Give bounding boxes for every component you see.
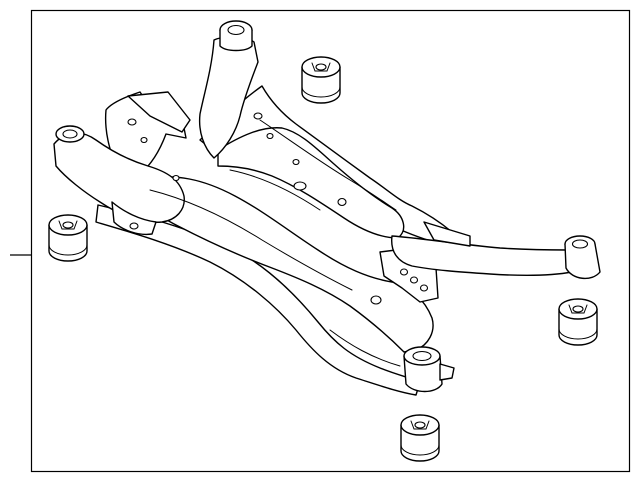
beam-crease — [149, 189, 353, 291]
right-arm — [391, 235, 573, 277]
bracket-hole — [399, 268, 409, 276]
beam-hole — [337, 197, 347, 207]
tube-crease — [229, 169, 321, 211]
rubber-bushing — [48, 214, 88, 262]
upper-mount-collar — [219, 29, 253, 52]
rubber-bushing — [558, 298, 598, 346]
beam-hole — [293, 181, 307, 191]
crossmember-frame — [53, 20, 601, 396]
center-tube — [217, 127, 405, 239]
lug-hole — [129, 222, 139, 230]
bracket-hole — [127, 118, 137, 126]
diagram-frame — [30, 9, 631, 473]
beam-hole — [266, 132, 274, 140]
bushing-set — [48, 56, 598, 462]
beam-hole — [370, 295, 382, 305]
rubber-bushing — [301, 56, 341, 104]
beam-hole — [253, 112, 263, 120]
left-bracket — [104, 91, 187, 175]
beam-hole — [172, 174, 180, 182]
left-mount-hole — [62, 129, 78, 139]
right-arm-web — [423, 221, 471, 247]
main-beam — [139, 176, 434, 353]
left-bracket-plate — [127, 91, 191, 133]
lower-front-mount-collar — [403, 355, 443, 393]
bracket-hole — [140, 136, 148, 144]
lower-front-mount-tab — [439, 363, 455, 381]
upper-tower — [198, 36, 259, 159]
beam-hole — [292, 158, 300, 166]
rubber-bushing — [400, 414, 440, 462]
rail-crease — [259, 119, 397, 211]
upper-mount-hole — [227, 24, 245, 36]
left-arm — [53, 132, 185, 223]
right-mount-collar — [564, 243, 601, 279]
lower-rail-crease — [329, 329, 401, 367]
bracket-hole — [409, 276, 419, 284]
right-mount-hole — [571, 239, 589, 249]
lower-front-mount-hole — [412, 350, 432, 362]
bracket-hole — [419, 284, 429, 292]
left-lower-lug — [111, 201, 157, 236]
